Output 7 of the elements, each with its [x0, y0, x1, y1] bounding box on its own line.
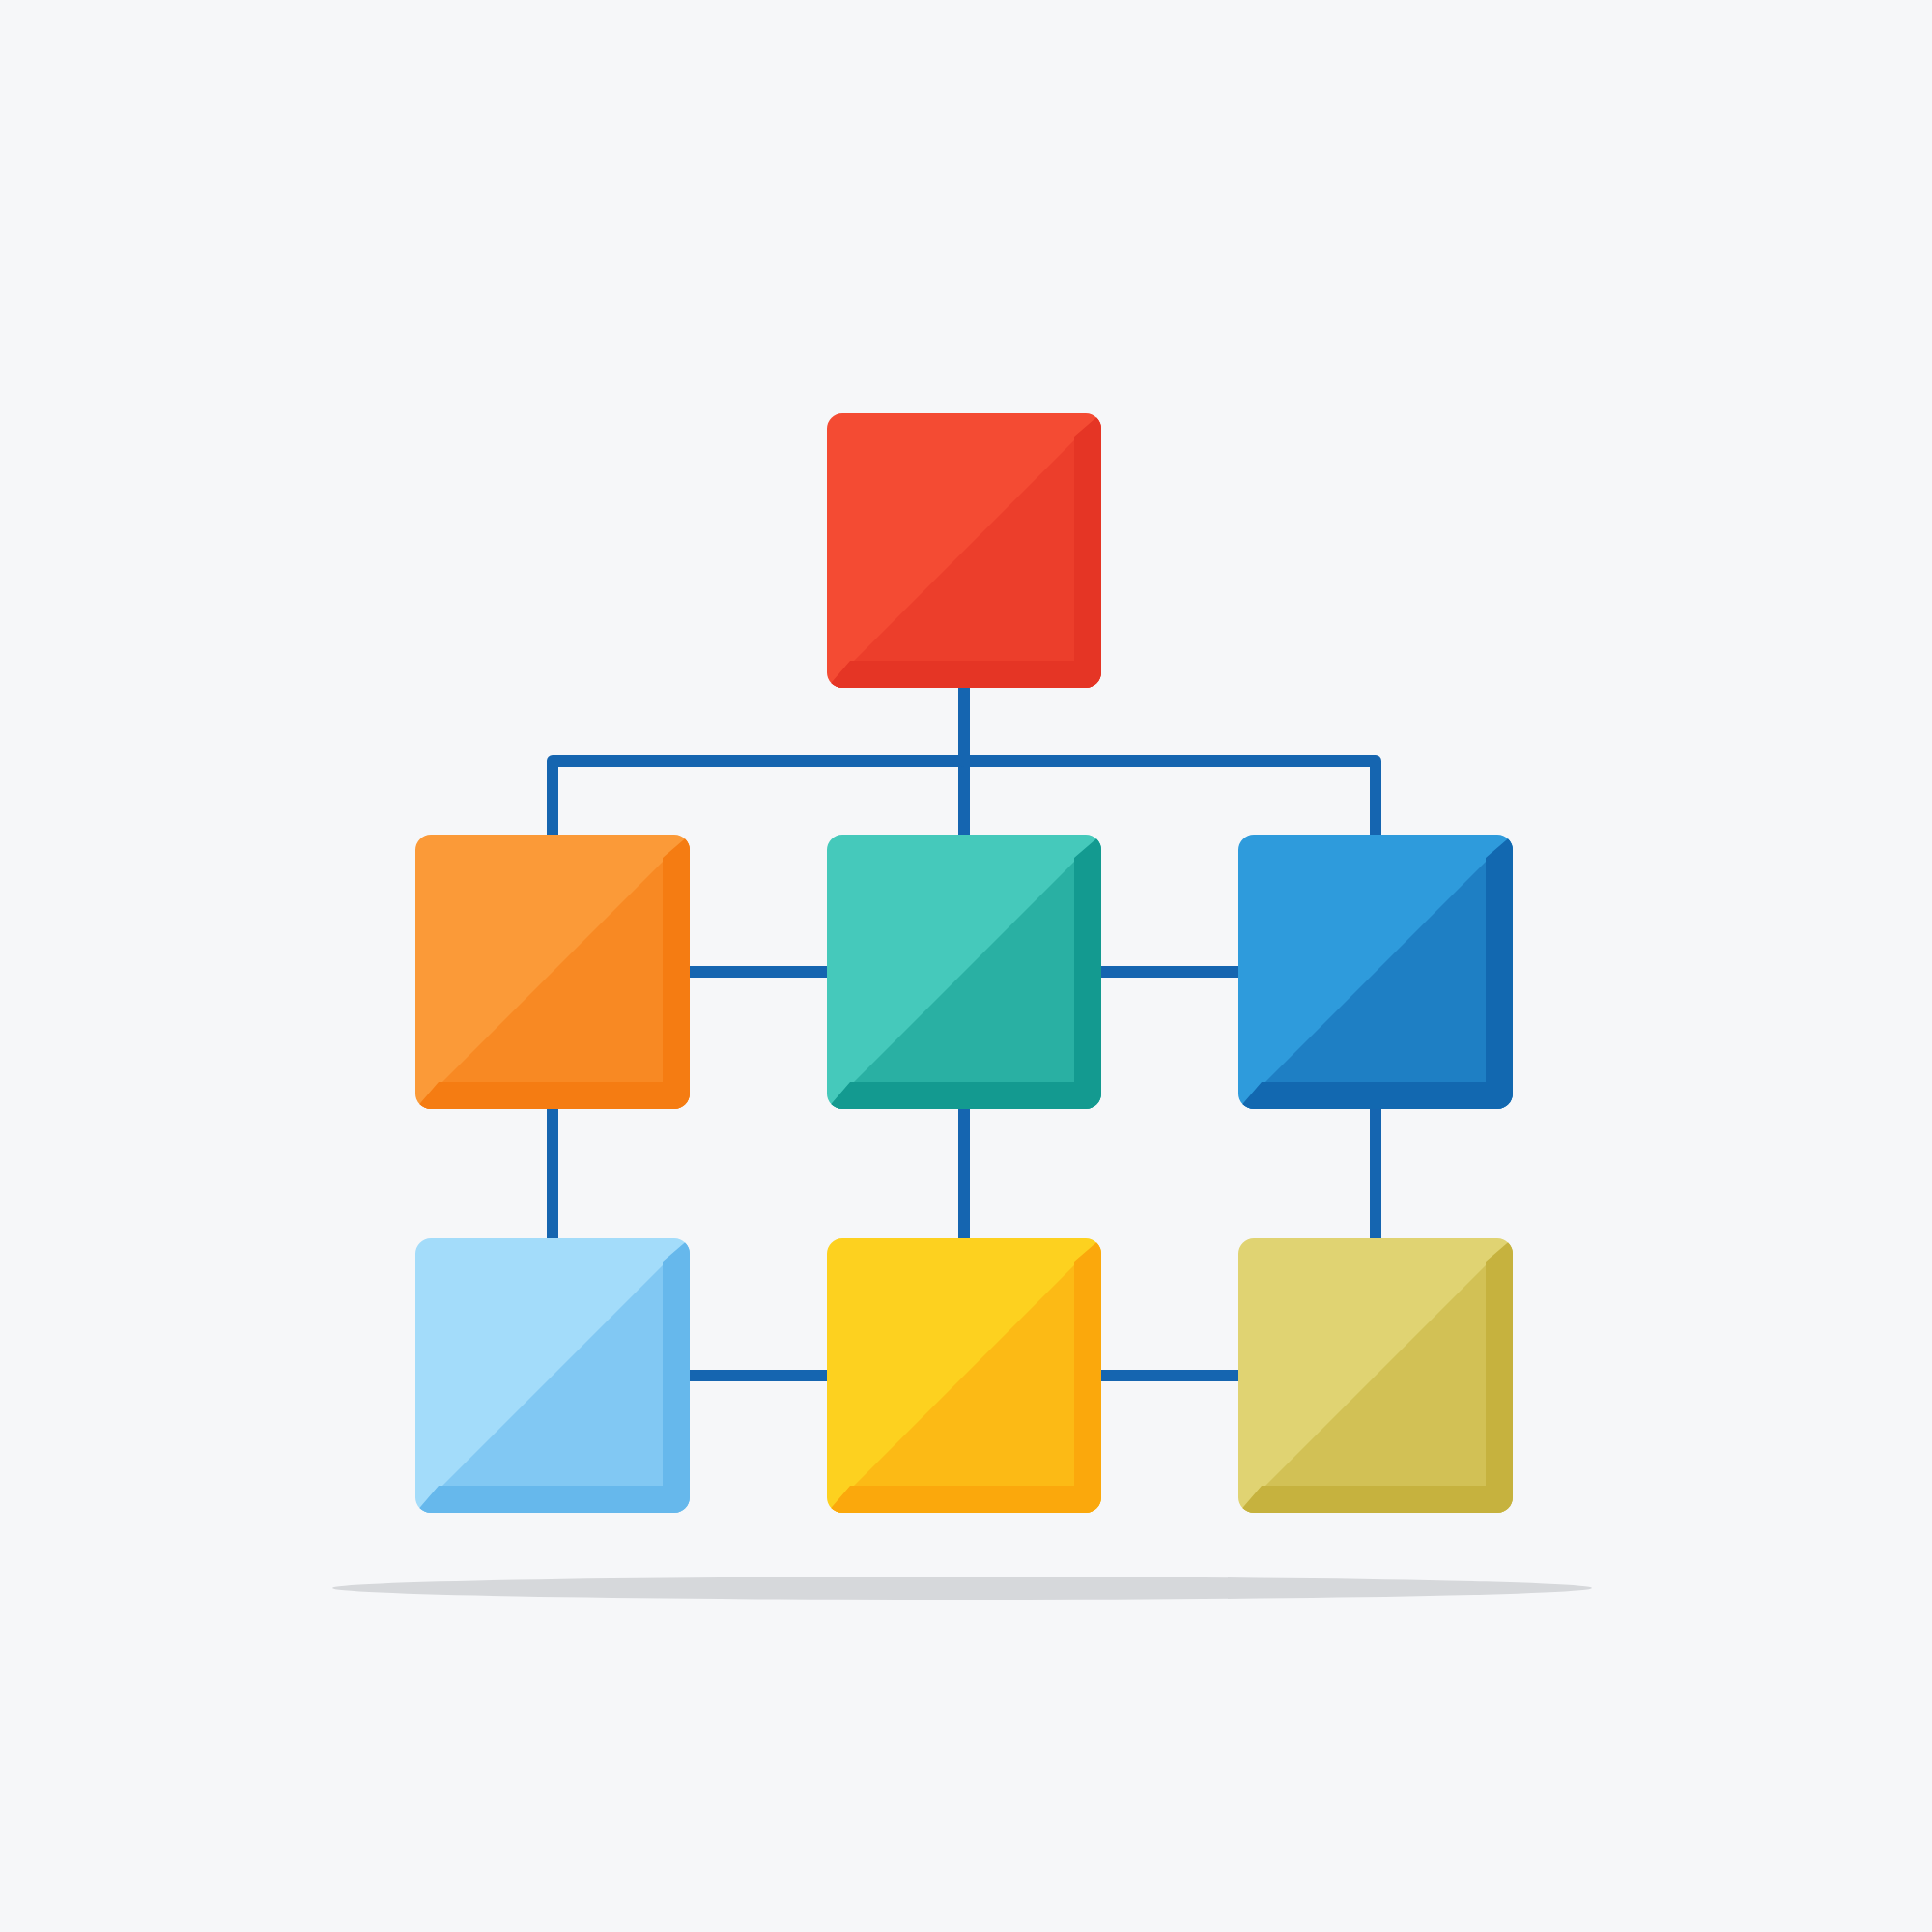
square-box [1238, 835, 1513, 1109]
square-box [415, 1238, 690, 1513]
square-box [827, 835, 1101, 1109]
square-box [827, 1238, 1101, 1513]
square-box [827, 413, 1101, 688]
square-box [1238, 1238, 1513, 1513]
square-box [415, 835, 690, 1109]
